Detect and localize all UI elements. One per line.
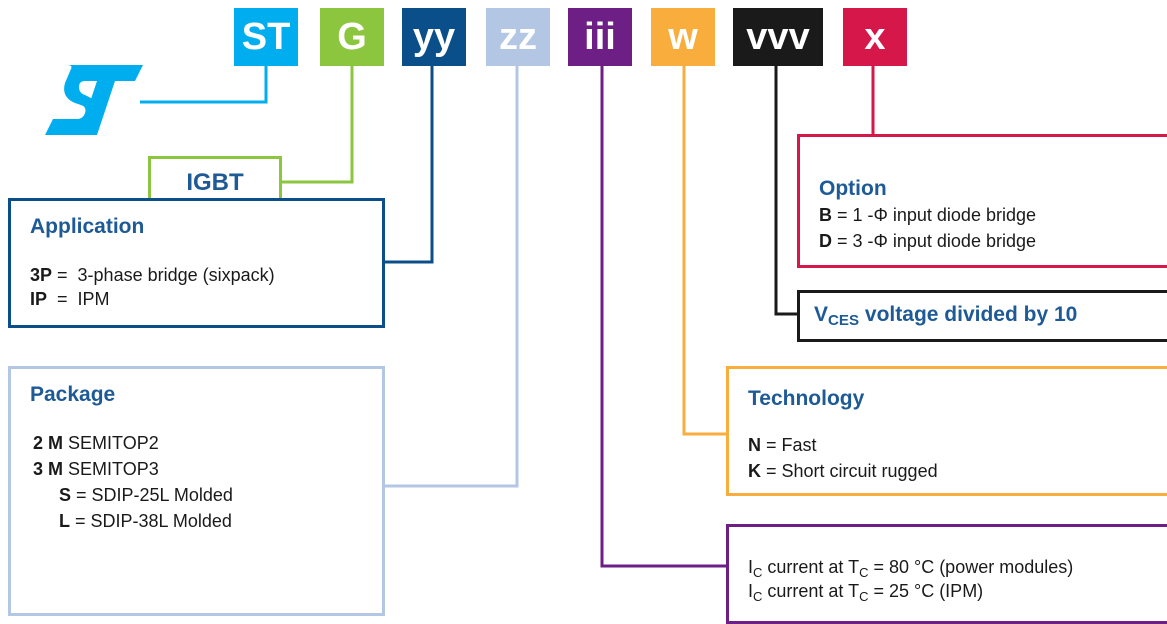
code-vvv: vvv [733, 8, 823, 66]
package-item-s: S = SDIP-25L Molded [59, 485, 233, 505]
option-item-d: D = 3 -Φ input diode bridge [819, 231, 1036, 251]
code-st: ST [234, 8, 298, 66]
application-box: Application 3P = 3-phase bridge (sixpack… [8, 198, 385, 328]
vvv-connector [774, 66, 797, 316]
code-g: G [320, 8, 384, 66]
code-zz: zz [486, 8, 550, 66]
zz-connector [385, 66, 519, 488]
code-iii: iii [568, 8, 632, 66]
st-logo-icon [45, 65, 143, 135]
voltage-label: VCES voltage divided by 10 [814, 303, 1078, 329]
option-title: Option [819, 177, 887, 200]
technology-box: Technology N = Fast K = Short circuit ru… [726, 366, 1167, 496]
current-line-1: IC current at TC = 80 °C (power modules) [748, 557, 1074, 580]
technology-item-n: N = Fast [748, 435, 817, 455]
package-item-2m: 2 M SEMITOP2 [33, 433, 159, 453]
code-x: x [843, 8, 907, 66]
application-item-3p: 3P = 3-phase bridge (sixpack) [30, 265, 275, 285]
technology-title: Technology [748, 387, 865, 410]
package-box: Package 2 M SEMITOP2 3 M SEMITOP3 S = SD… [8, 366, 385, 616]
application-title: Application [30, 215, 145, 238]
iii-connector [600, 66, 726, 568]
code-yy: yy [402, 8, 466, 66]
current-line-2: IC current at TC = 25 °C (IPM) [748, 581, 984, 604]
technology-item-k: K = Short circuit rugged [748, 461, 938, 481]
w-connector [682, 66, 726, 436]
igbt-label: IGBT [186, 169, 244, 196]
package-item-3m: 3 M SEMITOP3 [33, 459, 159, 479]
g-connector [282, 66, 354, 184]
voltage-box: VCES voltage divided by 10 [797, 290, 1167, 342]
option-item-b: B = 1 -Φ input diode bridge [819, 205, 1036, 225]
package-title: Package [30, 383, 116, 406]
application-item-ip: IP = IPM [30, 289, 110, 309]
current-box: IC current at TC = 80 °C (power modules)… [726, 524, 1167, 624]
option-box: Option B = 1 -Φ input diode bridge D = 3… [797, 134, 1167, 268]
yy-connector [385, 66, 434, 264]
st-connector [140, 66, 268, 104]
code-w: w [651, 8, 715, 66]
package-item-l: L = SDIP-38L Molded [59, 511, 232, 531]
connector-lines [140, 66, 875, 568]
